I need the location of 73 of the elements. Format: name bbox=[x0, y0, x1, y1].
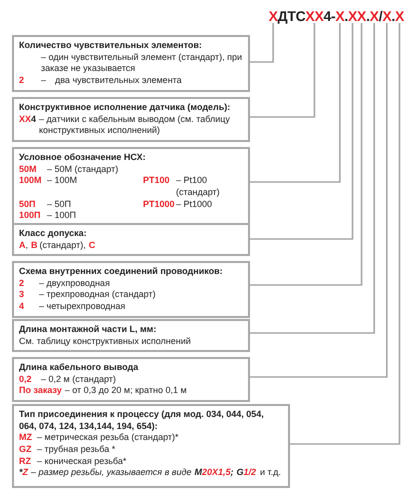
option-text: 4 bbox=[31, 114, 38, 126]
option-text: – 100М bbox=[47, 175, 78, 188]
order-code: ХДТСХХ4-Х.ХХ.Х/Х.Х bbox=[268, 8, 404, 24]
box-heading: Длина монтажной части L, мм: bbox=[19, 324, 156, 336]
option-box bbox=[12, 357, 250, 402]
option-code: PT100 bbox=[143, 175, 171, 188]
option-text: – коническая резьба* bbox=[37, 456, 128, 468]
option-box bbox=[12, 223, 250, 256]
option-text: * bbox=[19, 467, 23, 480]
option-code: MZ bbox=[19, 432, 33, 444]
option-code: 100П bbox=[19, 210, 42, 222]
option-code: 50М bbox=[19, 164, 38, 176]
option-text: – четырехпроводная bbox=[39, 301, 126, 313]
option-text: – 50М (стандарт) bbox=[47, 164, 120, 176]
option-code: 3 bbox=[19, 289, 26, 302]
option-box bbox=[12, 404, 290, 488]
box-heading: Схема внутренних соединений проводников: bbox=[19, 266, 223, 278]
option-code: 50П bbox=[19, 198, 36, 210]
option-text: – трехпроводная (стандарт) bbox=[39, 289, 157, 302]
option-box bbox=[12, 97, 250, 142]
option-text: и т.д. bbox=[260, 467, 281, 480]
leader-line bbox=[250, 23, 362, 286]
box-heading: Условное обозначение НСХ: bbox=[19, 152, 146, 164]
option-text: – размер резьбы, указывается в виде bbox=[31, 467, 192, 480]
leader-line bbox=[250, 23, 375, 334]
option-text: – Pt100 (стандарт) bbox=[176, 175, 221, 199]
option-code: А bbox=[19, 240, 26, 252]
leader-line bbox=[290, 23, 400, 445]
option-text: – Pt1000 bbox=[176, 198, 214, 210]
option-code: В bbox=[31, 240, 38, 252]
option-text: M bbox=[194, 467, 202, 480]
box-heading: Класс допуска: bbox=[19, 228, 87, 240]
option-box bbox=[12, 319, 250, 352]
option-box bbox=[12, 35, 250, 92]
option-text: – bbox=[41, 75, 48, 87]
box-heading: Количество чувствительных элементов: bbox=[19, 40, 202, 52]
leader-line bbox=[250, 23, 388, 378]
option-text: , bbox=[26, 240, 28, 252]
option-code: 2 bbox=[19, 75, 26, 87]
option-text: – двухпроводная bbox=[39, 278, 111, 290]
option-text: – от 0,3 до 20 м; кратно 0,1 м bbox=[64, 385, 187, 398]
option-box bbox=[12, 261, 250, 318]
box-heading: Длина кабельного вывода bbox=[19, 362, 138, 374]
option-text: – 50П bbox=[47, 198, 72, 210]
option-code: Z bbox=[22, 467, 28, 480]
option-code: С bbox=[88, 240, 96, 252]
box-heading: Тип присоединения к процессу (для мод. 034, 044, 054, 064, 074, 124, 134,144, 194, 654): bbox=[19, 409, 265, 432]
option-code: RZ bbox=[19, 456, 32, 468]
option-code: ХХ bbox=[19, 114, 32, 126]
option-text: ; bbox=[230, 467, 234, 480]
option-code: GZ bbox=[19, 444, 32, 456]
option-text: – метрическая резьба (стандарт)* bbox=[37, 432, 180, 444]
box-heading: Конструктивное исполнение датчика (модель): bbox=[19, 102, 230, 114]
leader-line bbox=[250, 23, 316, 118]
option-code: 2 bbox=[19, 278, 26, 290]
option-text: – 100П bbox=[47, 210, 77, 222]
option-code: 1/2 bbox=[244, 467, 256, 480]
option-text: – датчики с кабельным выводом (см. таблицу конструктивных исполнений) bbox=[39, 114, 231, 138]
option-text: (стандарт), bbox=[40, 240, 86, 252]
option-code: 20X1,5 bbox=[202, 467, 230, 480]
option-text: – 0,2 м (стандарт) bbox=[41, 374, 117, 386]
option-code: По заказу bbox=[19, 385, 62, 398]
leader-line bbox=[250, 23, 274, 63]
option-code: PT1000 bbox=[143, 198, 176, 210]
option-text: G bbox=[236, 467, 244, 480]
option-text: См. таблицу конструктивных исполнений bbox=[19, 336, 191, 348]
option-text: два чувствительных элемента bbox=[55, 75, 183, 87]
option-text: – трубная резьба * bbox=[37, 444, 116, 456]
leader-line bbox=[250, 23, 341, 183]
option-code: 0,2 bbox=[19, 374, 33, 386]
option-code: 4 bbox=[19, 301, 26, 313]
leader-line bbox=[250, 23, 354, 240]
option-code: 100М bbox=[19, 175, 43, 188]
